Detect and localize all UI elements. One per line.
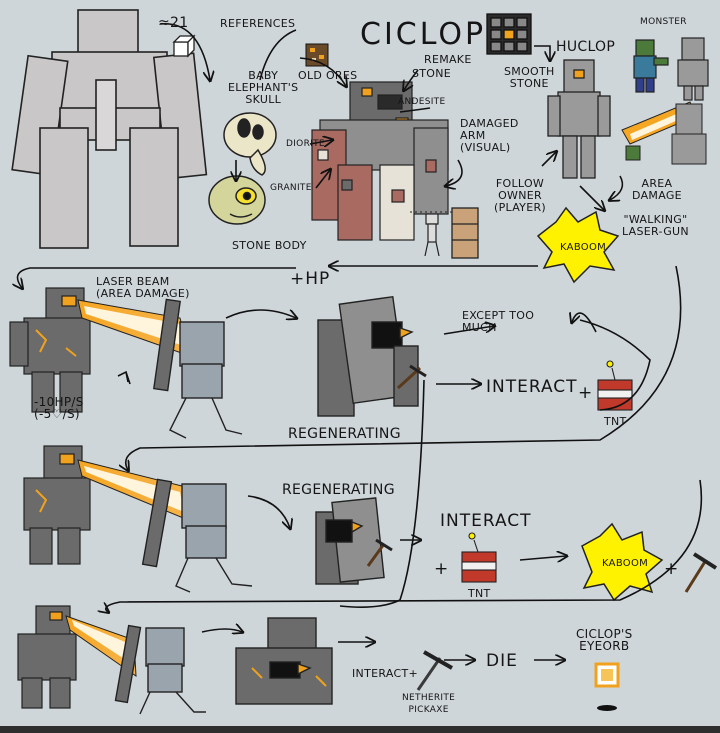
interact-label-3: INTERACT+ xyxy=(352,667,418,680)
kaboom-explosion-1 xyxy=(536,206,620,284)
die-label: DIE xyxy=(486,651,518,671)
tnt-label-2: TNT xyxy=(468,587,491,600)
huclop-figure xyxy=(547,59,611,179)
bottom-bar xyxy=(0,726,720,733)
stone-label: STONE xyxy=(412,67,452,80)
kaboom-label-1: KABOOM xyxy=(560,242,607,253)
follow-owner-label: FOLLOW OWNER (PLAYER) xyxy=(494,177,546,214)
interact-label-2: INTERACT xyxy=(440,511,532,531)
regenerating-label-1: REGENERATING xyxy=(288,426,401,442)
regenerating-label-2: REGENERATING xyxy=(282,482,395,498)
tnt-block-2 xyxy=(461,532,497,583)
row1-ciclop-firing xyxy=(9,287,91,413)
tnt-block-1 xyxy=(597,360,633,411)
huclop-label: HUCLOP xyxy=(556,39,616,55)
interact-label-1: INTERACT xyxy=(486,377,578,397)
smooth-stone-label: SMOOTH STONE xyxy=(504,65,555,90)
laser-beam-label: LASER BEAM (AREA DAMAGE) xyxy=(96,275,190,300)
eyeorb-label: CICLOP'S EYEORB xyxy=(576,627,633,653)
damaged-arm-label: DAMAGED ARM (VISUAL) xyxy=(460,117,519,154)
old-ores-label: OLD ORES xyxy=(298,69,358,82)
monster-label: MONSTER xyxy=(640,17,687,27)
old-ores-block xyxy=(305,43,329,67)
row2-ciclop-firing xyxy=(23,445,91,565)
reference-golem-sketch xyxy=(11,9,208,249)
granite-label: GRANITE xyxy=(270,183,312,193)
eyeorb-icon xyxy=(594,662,620,711)
references-label: REFERENCES xyxy=(220,17,296,30)
row2-player-shield xyxy=(141,478,253,593)
row3-laser-core xyxy=(72,620,132,664)
cyclops-head xyxy=(208,175,266,225)
netherite-pickaxe-icon xyxy=(416,650,453,691)
row3-dying-ciclop xyxy=(235,617,333,705)
scale-skeleton xyxy=(424,213,440,257)
ciclop-main-figure xyxy=(311,81,449,241)
walking-laser-label: "WALKING" LASER-GUN xyxy=(622,213,689,238)
row2-regenerating-ciclop xyxy=(315,497,393,585)
flow-arrows xyxy=(18,23,703,660)
pickaxe-icon-1 xyxy=(684,552,718,593)
andesite-label: ANDESITE xyxy=(398,97,446,107)
row1-laser-core xyxy=(84,306,184,346)
area-damage-label: AREA DAMAGE xyxy=(632,177,682,202)
scale-pillar xyxy=(451,207,479,259)
elephant-skull xyxy=(223,112,277,176)
stone-body-label: STONE BODY xyxy=(232,239,307,252)
ref-count-label: ≈21 xyxy=(158,15,189,31)
hp-plus-label: +HP xyxy=(290,269,331,289)
row1-player-shield xyxy=(153,298,243,439)
row1-regenerating-ciclop xyxy=(317,295,427,417)
hp-loss-label: -10HP/S (-5♡/S) xyxy=(34,395,84,421)
monster-huclop xyxy=(677,37,709,101)
monster-zombie xyxy=(633,39,669,93)
plus-label-1: + xyxy=(578,383,594,403)
kaboom-label-2: KABOOM xyxy=(602,558,649,569)
except-too-much-label: EXCEPT TOO MUCH xyxy=(462,309,535,334)
plus-label-3: + xyxy=(664,559,680,579)
row3-player-shield xyxy=(114,624,206,715)
row3-ciclop-firing xyxy=(17,605,77,709)
baby-skull-label: BABY ELEPHANT'S SKULL xyxy=(228,69,299,106)
area-damage-scene xyxy=(621,101,707,165)
ciclop-title: CICLOP xyxy=(360,17,487,52)
huclop-ore-block xyxy=(486,13,532,55)
plus-label-2: + xyxy=(434,559,450,579)
cube-icon xyxy=(172,34,196,58)
tnt-label-1: TNT xyxy=(604,415,627,428)
netherite-pickaxe-label: NETHERITE PICKAXE xyxy=(402,693,456,715)
remake-label: REMAKE xyxy=(424,53,472,66)
diorite-label: DIORITE xyxy=(286,139,325,149)
kaboom-explosion-2 xyxy=(581,522,664,602)
